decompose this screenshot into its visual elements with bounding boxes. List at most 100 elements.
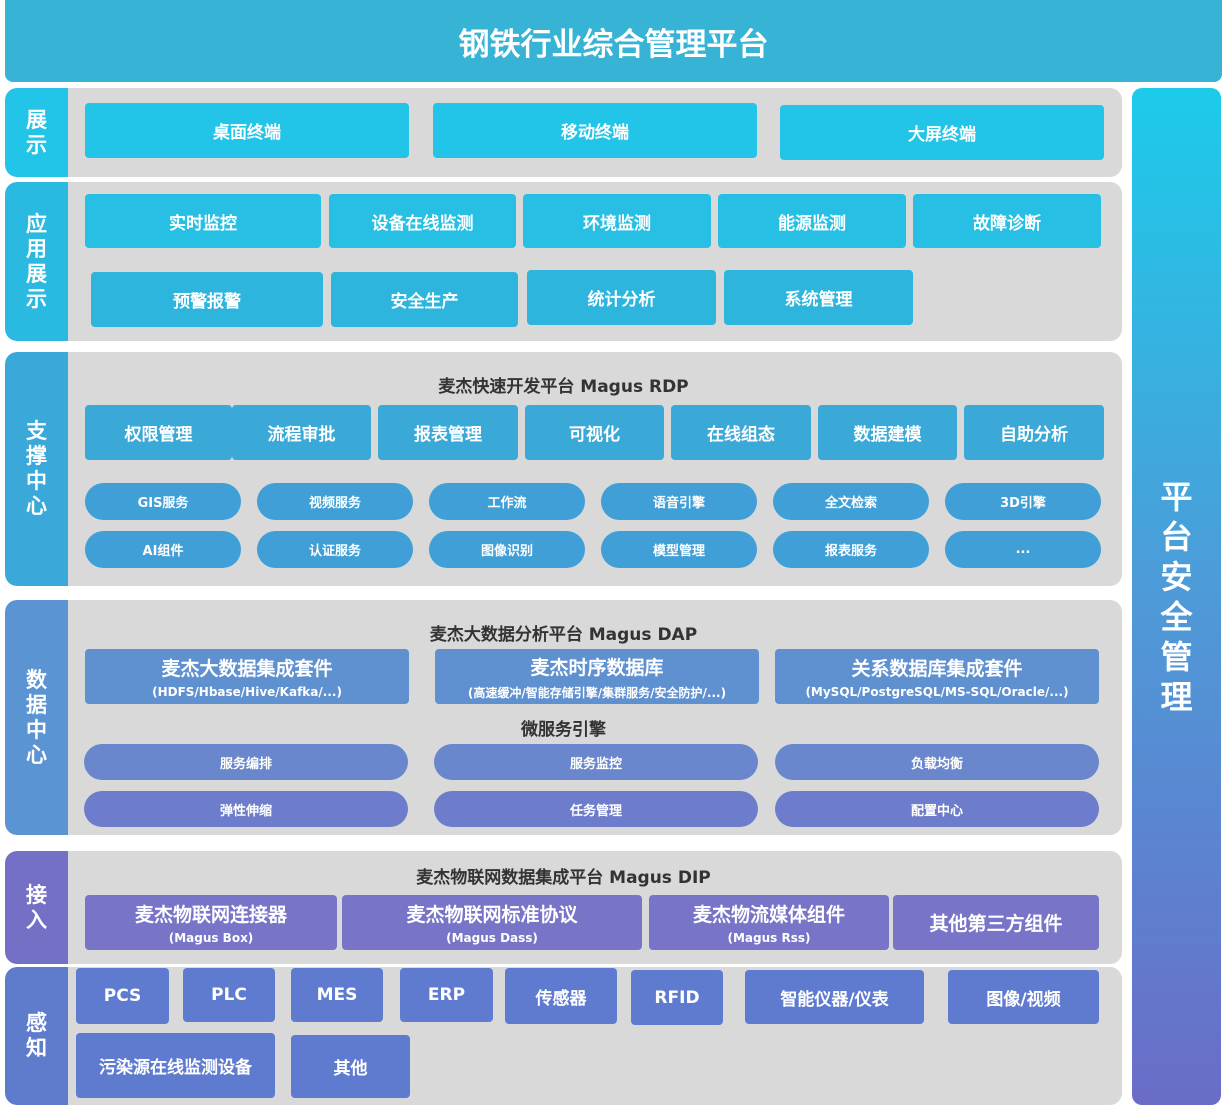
- dap-suite-subtitle: (HDFS/Hbase/Hive/Kafka/...): [152, 685, 342, 699]
- dap-suite-label: 麦杰时序数据库: [530, 656, 664, 679]
- microservice-label: 负载均衡: [910, 756, 963, 772]
- support-service: 图像识别: [429, 531, 585, 568]
- rdp-module-label: 数据建模: [853, 425, 922, 445]
- support-service: 工作流: [429, 483, 585, 520]
- app-item: 能源监测: [718, 194, 906, 248]
- display-item: 大屏终端: [780, 105, 1104, 160]
- perception-device: PCS: [76, 968, 169, 1024]
- access-component: 麦杰物联网连接器(Magus Box): [85, 895, 337, 950]
- app-item: 安全生产: [331, 272, 518, 327]
- rdp-module-label: 报表管理: [414, 425, 482, 445]
- support-service-label: 语音引擎: [652, 496, 705, 511]
- app-item-label: 安全生产: [390, 292, 459, 312]
- access-component-label: 麦杰物流媒体组件: [692, 904, 845, 926]
- perception-device-label: MES: [316, 985, 358, 1005]
- display-item-label: 桌面终端: [213, 123, 281, 143]
- support-service-label: GIS服务: [137, 496, 189, 511]
- app-item-label: 设备在线监测: [371, 213, 474, 234]
- microservice-label: 任务管理: [569, 803, 622, 819]
- app-item: 系统管理: [724, 270, 913, 325]
- rdp-module-label: 可视化: [569, 425, 620, 445]
- perception-device-label: PCS: [103, 986, 142, 1006]
- rdp-module-label: 在线组态: [707, 425, 775, 445]
- microservice-label: 弹性伸缩: [219, 803, 272, 819]
- platform-security-bar: 平台安全管理: [1132, 88, 1221, 1105]
- app-item-label: 能源监测: [778, 213, 846, 234]
- layer-label: 数据中心: [5, 600, 68, 835]
- app-item: 故障诊断: [913, 194, 1101, 248]
- rdp-module: 自助分析: [964, 405, 1104, 460]
- support-service-label: 工作流: [487, 496, 527, 511]
- dip-title: 麦杰物联网数据集成平台 Magus DIP: [416, 868, 711, 888]
- layer-label: 展示: [5, 88, 68, 177]
- support-service-label: 图像识别: [480, 544, 533, 559]
- access-component-subtitle: (Magus Rss): [727, 931, 811, 945]
- access-component-label: 麦杰物联网连接器: [134, 904, 287, 926]
- layer-label: 感知: [5, 967, 68, 1105]
- rdp-module: 权限管理: [85, 405, 232, 460]
- support-service: 3D引擎: [945, 483, 1101, 520]
- dap-suite-label: 关系数据库集成套件: [851, 658, 1023, 680]
- microservice: 负载均衡: [775, 744, 1099, 780]
- access-component: 麦杰物联网标准协议(Magus Dass): [342, 895, 642, 950]
- rdp-title: 麦杰快速开发平台 Magus RDP: [438, 377, 689, 397]
- dap-suite-label: 麦杰大数据集成套件: [161, 658, 333, 680]
- dap-suite: 关系数据库集成套件 (MySQL/PostgreSQL/MS-SQL/Oracle…: [775, 649, 1099, 704]
- dap-suite: 麦杰时序数据库 (高速缓冲/智能存储引擎/集群服务/安全防护/...): [435, 649, 759, 704]
- dap-suite-subtitle: (MySQL/PostgreSQL/MS-SQL/Oracle/...): [805, 685, 1069, 699]
- microservice: 服务监控: [434, 744, 758, 780]
- support-service: 视频服务: [257, 483, 413, 520]
- perception-device: 图像/视频: [948, 970, 1099, 1024]
- display-item-label: 移动终端: [561, 123, 629, 143]
- microservice-label: 配置中心: [910, 803, 963, 819]
- perception-device: 污染源在线监测设备: [76, 1033, 275, 1098]
- app-item: 预警报警: [91, 272, 323, 327]
- app-item-label: 统计分析: [587, 290, 656, 310]
- rdp-module-label: 权限管理: [124, 425, 193, 445]
- support-service: 全文检索: [773, 483, 929, 520]
- app-item-label: 故障诊断: [973, 213, 1041, 234]
- rdp-module: 流程审批: [232, 405, 371, 460]
- access-component: 其他第三方组件: [893, 895, 1099, 950]
- perception-device-label: 污染源在线监测设备: [99, 1058, 252, 1078]
- app-item-label: 系统管理: [784, 290, 853, 310]
- perception-device-label: PLC: [211, 985, 247, 1005]
- rdp-module: 在线组态: [671, 405, 811, 460]
- perception-device: ERP: [400, 968, 493, 1022]
- support-service-label: AI组件: [142, 544, 184, 559]
- display-item-label: 大屏终端: [908, 125, 976, 145]
- support-service: ...: [945, 531, 1101, 568]
- support-service: 语音引擎: [601, 483, 757, 520]
- perception-device: PLC: [183, 968, 275, 1022]
- rdp-module-label: 自助分析: [1000, 425, 1068, 445]
- platform-title: 钢铁行业综合管理平台: [5, 0, 1222, 82]
- support-service: 认证服务: [257, 531, 413, 568]
- perception-device-label: 传感器: [535, 988, 587, 1009]
- perception-device-label: 图像/视频: [986, 989, 1061, 1010]
- support-service-label: 视频服务: [308, 496, 361, 511]
- rdp-module: 数据建模: [818, 405, 957, 460]
- perception-device: 智能仪器/仪表: [745, 970, 924, 1024]
- dap-title: 麦杰大数据分析平台 Magus DAP: [429, 625, 698, 645]
- microservice: 弹性伸缩: [84, 791, 408, 827]
- perception-device: 传感器: [505, 968, 617, 1024]
- perception-device: 其他: [291, 1035, 410, 1098]
- access-component-label: 麦杰物联网标准协议: [406, 904, 578, 926]
- app-item-label: 预警报警: [173, 292, 241, 312]
- dap-suite-subtitle: (高速缓冲/智能存储引擎/集群服务/安全防护/...): [467, 685, 727, 700]
- microservice-label: 服务监控: [569, 756, 622, 772]
- layer-label: 应用展示: [5, 182, 68, 341]
- support-service-label: 报表服务: [824, 544, 877, 559]
- perception-device-label: 其他: [333, 1059, 368, 1079]
- rdp-module-label: 流程审批: [267, 425, 336, 445]
- perception-device-label: RFID: [654, 987, 700, 1008]
- app-item-label: 实时监控: [169, 213, 237, 234]
- support-service: GIS服务: [85, 483, 241, 520]
- support-service-label: 认证服务: [308, 544, 361, 559]
- access-component-label: 其他第三方组件: [929, 913, 1063, 935]
- perception-device-label: ERP: [427, 985, 466, 1005]
- rdp-module: 可视化: [525, 405, 664, 460]
- microservice-engine-title: 微服务引擎: [521, 720, 606, 740]
- perception-device: RFID: [631, 970, 723, 1025]
- app-item: 统计分析: [527, 270, 716, 325]
